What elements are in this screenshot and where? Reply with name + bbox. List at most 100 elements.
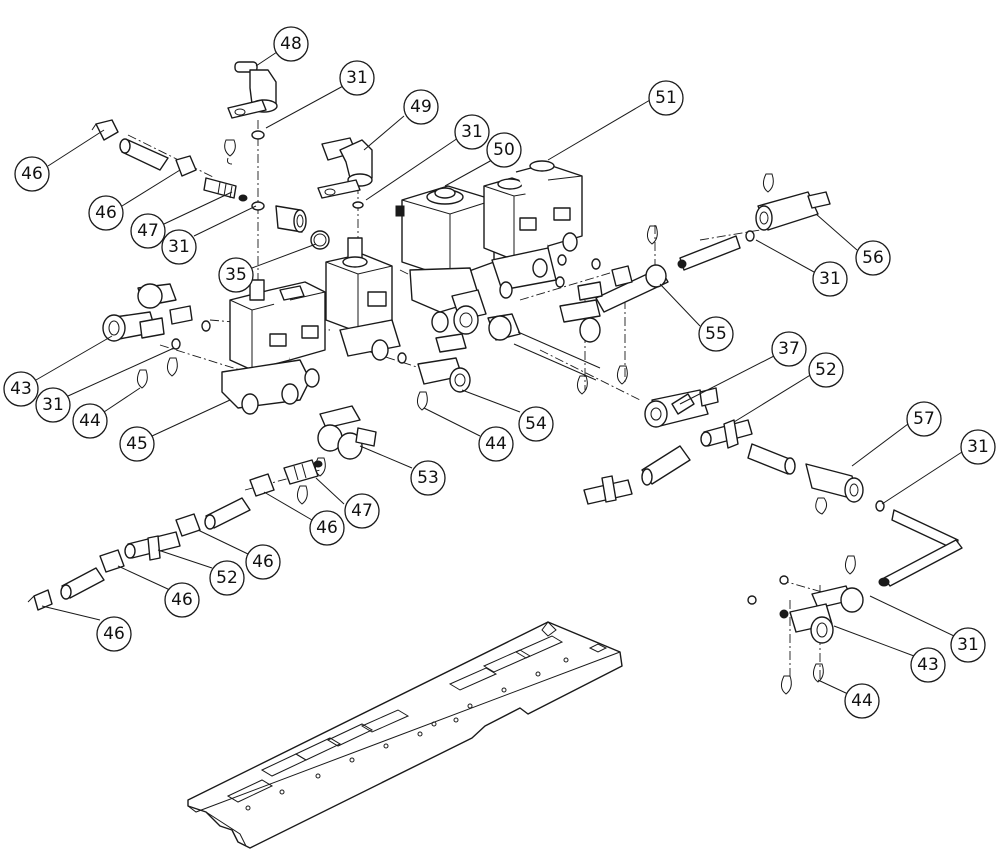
callout-label: 37 xyxy=(778,339,800,359)
callout-57: 57 xyxy=(906,401,942,437)
callout-label: 31 xyxy=(967,437,989,457)
callout-label: 52 xyxy=(815,360,837,380)
callout-label: 46 xyxy=(171,590,193,610)
hose-clamp-46-lower-b xyxy=(175,513,201,537)
callout-label: 47 xyxy=(351,501,373,521)
retaining-clip-top-left xyxy=(224,139,236,165)
connector-fitting-center xyxy=(487,313,601,381)
callout-31: 31 xyxy=(960,429,996,465)
callout-46: 46 xyxy=(14,156,50,192)
elbow-fitting-48 xyxy=(227,61,278,119)
callout-50: 50 xyxy=(486,132,522,168)
callout-label: 46 xyxy=(103,624,125,644)
mounting-plate xyxy=(187,621,623,849)
callout-52: 52 xyxy=(209,560,245,596)
o-ring-31-left xyxy=(171,320,211,350)
callout-31: 31 xyxy=(35,387,71,423)
hose-segment-lower-a xyxy=(204,497,251,530)
callout-label: 31 xyxy=(819,269,841,289)
callout-44: 44 xyxy=(844,683,880,719)
o-ring-31-left-top xyxy=(251,201,265,211)
leader-lines xyxy=(35,49,963,695)
o-ring-31-49 xyxy=(352,201,364,209)
callout-label: 31 xyxy=(461,122,483,142)
tee-connector-left-small xyxy=(583,475,633,505)
pipe-connector-57 xyxy=(805,463,864,503)
hose-clamp-46-second xyxy=(175,155,197,177)
o-ring-31-mid xyxy=(397,352,407,364)
callout-45: 45 xyxy=(119,426,155,462)
callout-44: 44 xyxy=(72,403,108,439)
callout-48: 48 xyxy=(273,26,309,62)
callout-46: 46 xyxy=(96,616,132,652)
callout-label: 31 xyxy=(168,237,190,257)
hose-segment-lower-b xyxy=(60,567,105,600)
double-elbow-53 xyxy=(317,405,377,460)
retaining-clip-44-mid xyxy=(416,391,428,411)
solenoid-valve-bank-51 xyxy=(483,160,583,299)
solenoid-valve-pair-45 xyxy=(221,279,326,415)
tee-fitting-55 xyxy=(559,264,669,343)
solenoid-valve-center xyxy=(325,237,401,361)
callout-46: 46 xyxy=(245,544,281,580)
callouts: 48 31 49 31 50 51 46 46 47 31 35 56 31 5… xyxy=(3,26,996,719)
o-rings-55-area xyxy=(555,254,601,288)
retaining-clip-57 xyxy=(815,497,828,515)
retaining-clip-47-lower xyxy=(296,457,326,505)
callout-label: 46 xyxy=(95,203,117,223)
callout-44: 44 xyxy=(478,426,514,462)
retaining-clip-44-left xyxy=(136,357,178,389)
callout-label: 44 xyxy=(79,411,101,431)
callout-label: 31 xyxy=(957,635,979,655)
callout-53: 53 xyxy=(410,460,446,496)
callout-label: 31 xyxy=(42,395,64,415)
callout-31: 31 xyxy=(454,114,490,150)
callout-35: 35 xyxy=(218,257,254,293)
callout-31: 31 xyxy=(339,60,375,96)
callout-54: 54 xyxy=(518,406,554,442)
bent-pipe-57 xyxy=(875,500,963,587)
tee-connector-52-lower xyxy=(124,531,181,561)
callout-47: 47 xyxy=(344,493,380,529)
callout-31: 31 xyxy=(950,627,986,663)
callout-label: 46 xyxy=(316,518,338,538)
o-ring-31-top xyxy=(251,130,265,140)
callout-label: 56 xyxy=(862,248,884,268)
elbow-connector-43-left xyxy=(102,283,193,342)
callout-label: 49 xyxy=(410,97,432,117)
retaining-clips-44-right xyxy=(780,555,856,695)
hose-clamp-46-lower-a xyxy=(249,473,275,497)
callout-label: 50 xyxy=(493,140,515,160)
tee-fitting-37 xyxy=(644,387,719,428)
valve-fitting-54 xyxy=(417,333,471,393)
callout-52: 52 xyxy=(808,352,844,388)
o-rings-31-right xyxy=(747,575,789,605)
callout-label: 44 xyxy=(485,434,507,454)
callout-31: 31 xyxy=(161,229,197,265)
callout-label: 44 xyxy=(851,691,873,711)
retaining-clips-55 xyxy=(576,225,658,395)
callout-label: 52 xyxy=(216,568,238,588)
callout-46: 46 xyxy=(88,195,124,231)
callout-55: 55 xyxy=(698,316,734,352)
pipe-connector-56 xyxy=(677,191,831,271)
callout-label: 31 xyxy=(346,68,368,88)
hose-clamp-46-lower-c xyxy=(99,549,125,573)
hose-segment-right-b xyxy=(747,443,796,475)
callout-43: 43 xyxy=(910,647,946,683)
adapter-fitting xyxy=(275,205,307,233)
callout-46: 46 xyxy=(164,582,200,618)
callout-label: 47 xyxy=(137,221,159,241)
callout-label: 55 xyxy=(705,324,727,344)
nipple-47-top xyxy=(203,177,248,202)
elbow-fitting-49 xyxy=(317,137,373,199)
callout-49: 49 xyxy=(403,89,439,125)
callout-label: 43 xyxy=(917,655,939,675)
callout-label: 45 xyxy=(126,434,148,454)
callout-51: 51 xyxy=(648,80,684,116)
callout-label: 53 xyxy=(417,468,439,488)
hose-segment-top xyxy=(119,138,169,171)
hose-segment-right-a xyxy=(641,445,691,486)
callout-label: 35 xyxy=(225,265,247,285)
